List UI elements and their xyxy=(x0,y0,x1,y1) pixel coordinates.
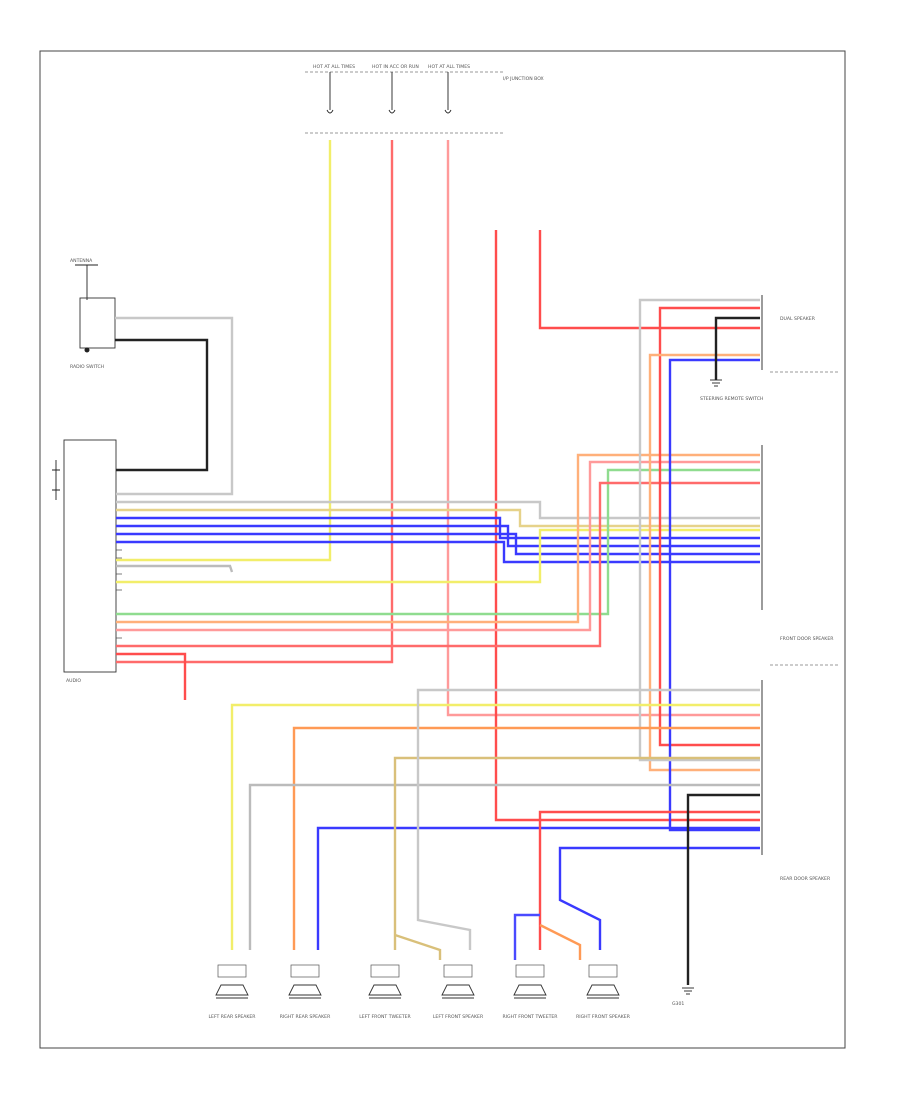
wire-black-right xyxy=(714,316,760,380)
speaker-icon xyxy=(441,984,475,996)
front-speaker-conn-label: FRONT DOOR SPEAKER xyxy=(780,636,834,642)
speaker-icon xyxy=(288,984,322,996)
ground-symbols: STEERING REMOTE SWITCH G301 xyxy=(672,379,763,1007)
antenna-assembly: ANTENNA RADIO SWITCH xyxy=(70,258,116,370)
wire-orange-right xyxy=(648,353,760,772)
speaker: RIGHT REAR SPEAKER xyxy=(280,964,331,1020)
wire-red-3 xyxy=(116,652,187,700)
ground-bottom-label: G301 xyxy=(672,1001,684,1007)
speaker-icon xyxy=(586,984,620,996)
speaker: RIGHT FRONT SPEAKER xyxy=(576,964,631,1020)
wire-tan-lfs xyxy=(394,933,442,960)
speaker-label: RIGHT REAR SPEAKER xyxy=(280,1014,331,1020)
wire-red-right xyxy=(658,306,760,747)
speaker: LEFT FRONT SPEAKER xyxy=(433,964,484,1020)
wire-orange-rr xyxy=(292,726,760,950)
wire-red-splice-b xyxy=(494,230,760,822)
wire-black-ground xyxy=(686,793,760,985)
wire-gray-lft xyxy=(416,688,760,950)
speaker-icon xyxy=(513,984,547,996)
ground-icon xyxy=(682,987,694,995)
speaker-label: RIGHT FRONT SPEAKER xyxy=(576,1014,631,1020)
wire-tan-lft xyxy=(393,756,760,950)
steering-switch-label: STEERING REMOTE SWITCH xyxy=(700,396,763,402)
rear-speaker-conn-label: REAR DOOR SPEAKER xyxy=(780,876,831,882)
wire-harness xyxy=(115,140,760,985)
wire-blue-rft2 xyxy=(513,913,540,960)
wire-yellow-lr xyxy=(230,703,760,950)
wire-red-rft xyxy=(538,810,760,950)
fuse-block: HOT AT ALL TIMES HOT IN ACC OR RUN HOT A… xyxy=(305,64,544,134)
antenna-label: ANTENNA xyxy=(70,258,93,264)
wire-gray-lr xyxy=(248,783,760,950)
wire-blue-rft xyxy=(558,846,760,950)
radio-switch-label: RADIO SWITCH xyxy=(70,364,104,370)
wire-red-splice xyxy=(538,230,760,330)
speaker-label: LEFT FRONT TWEETER xyxy=(359,1014,411,1020)
diagram-frame xyxy=(39,50,846,1049)
fuse-label-3: HOT AT ALL TIMES xyxy=(428,64,470,70)
speaker: RIGHT FRONT TWEETER xyxy=(502,964,558,1020)
ground-icon xyxy=(710,379,722,387)
wire-yellow-fuse1 xyxy=(116,140,332,562)
fuse-panel-label: I/P JUNCTION BOX xyxy=(503,76,544,82)
wire-gray-2 xyxy=(116,564,234,573)
wire-gray-right xyxy=(638,298,760,762)
wire-pink-2 xyxy=(116,460,760,632)
wire-gray-antenna xyxy=(115,316,234,496)
wire-blue-1 xyxy=(116,516,760,540)
wire-blue-4 xyxy=(116,540,760,564)
speaker: LEFT FRONT TWEETER xyxy=(359,964,412,1020)
fuse-label-2: HOT IN ACC OR RUN xyxy=(372,64,419,70)
speaker-icon xyxy=(215,984,249,996)
dual-speaker-label: DUAL SPEAKER xyxy=(780,316,816,322)
wire-green-1 xyxy=(116,468,760,616)
wire-blue-rr xyxy=(316,826,760,950)
fuse-label-1: HOT AT ALL TIMES xyxy=(313,64,355,70)
wire-pink-fuse3 xyxy=(446,140,760,717)
right-connectors: DUAL SPEAKER FRONT DOOR SPEAKER REAR DOO… xyxy=(761,295,840,882)
wire-red-fuse2 xyxy=(116,140,394,664)
speaker: LEFT REAR SPEAKER xyxy=(208,964,256,1020)
audio-unit-label: AUDIO xyxy=(66,678,81,684)
wire-orange-rfs xyxy=(539,923,582,960)
speaker-label: LEFT REAR SPEAKER xyxy=(208,1014,256,1020)
audio-unit: AUDIO xyxy=(52,439,122,684)
wire-blue-3 xyxy=(116,532,760,556)
wire-black-antenna xyxy=(115,338,209,472)
wire-red-2 xyxy=(116,481,760,648)
wire-blue-2 xyxy=(116,524,760,548)
speaker-icon xyxy=(368,984,402,996)
speaker-label: LEFT FRONT SPEAKER xyxy=(433,1014,484,1020)
speaker-row: LEFT REAR SPEAKER RIGHT REAR SPEAKER LEFT … xyxy=(208,964,631,1020)
speaker-label: RIGHT FRONT TWEETER xyxy=(502,1014,558,1020)
